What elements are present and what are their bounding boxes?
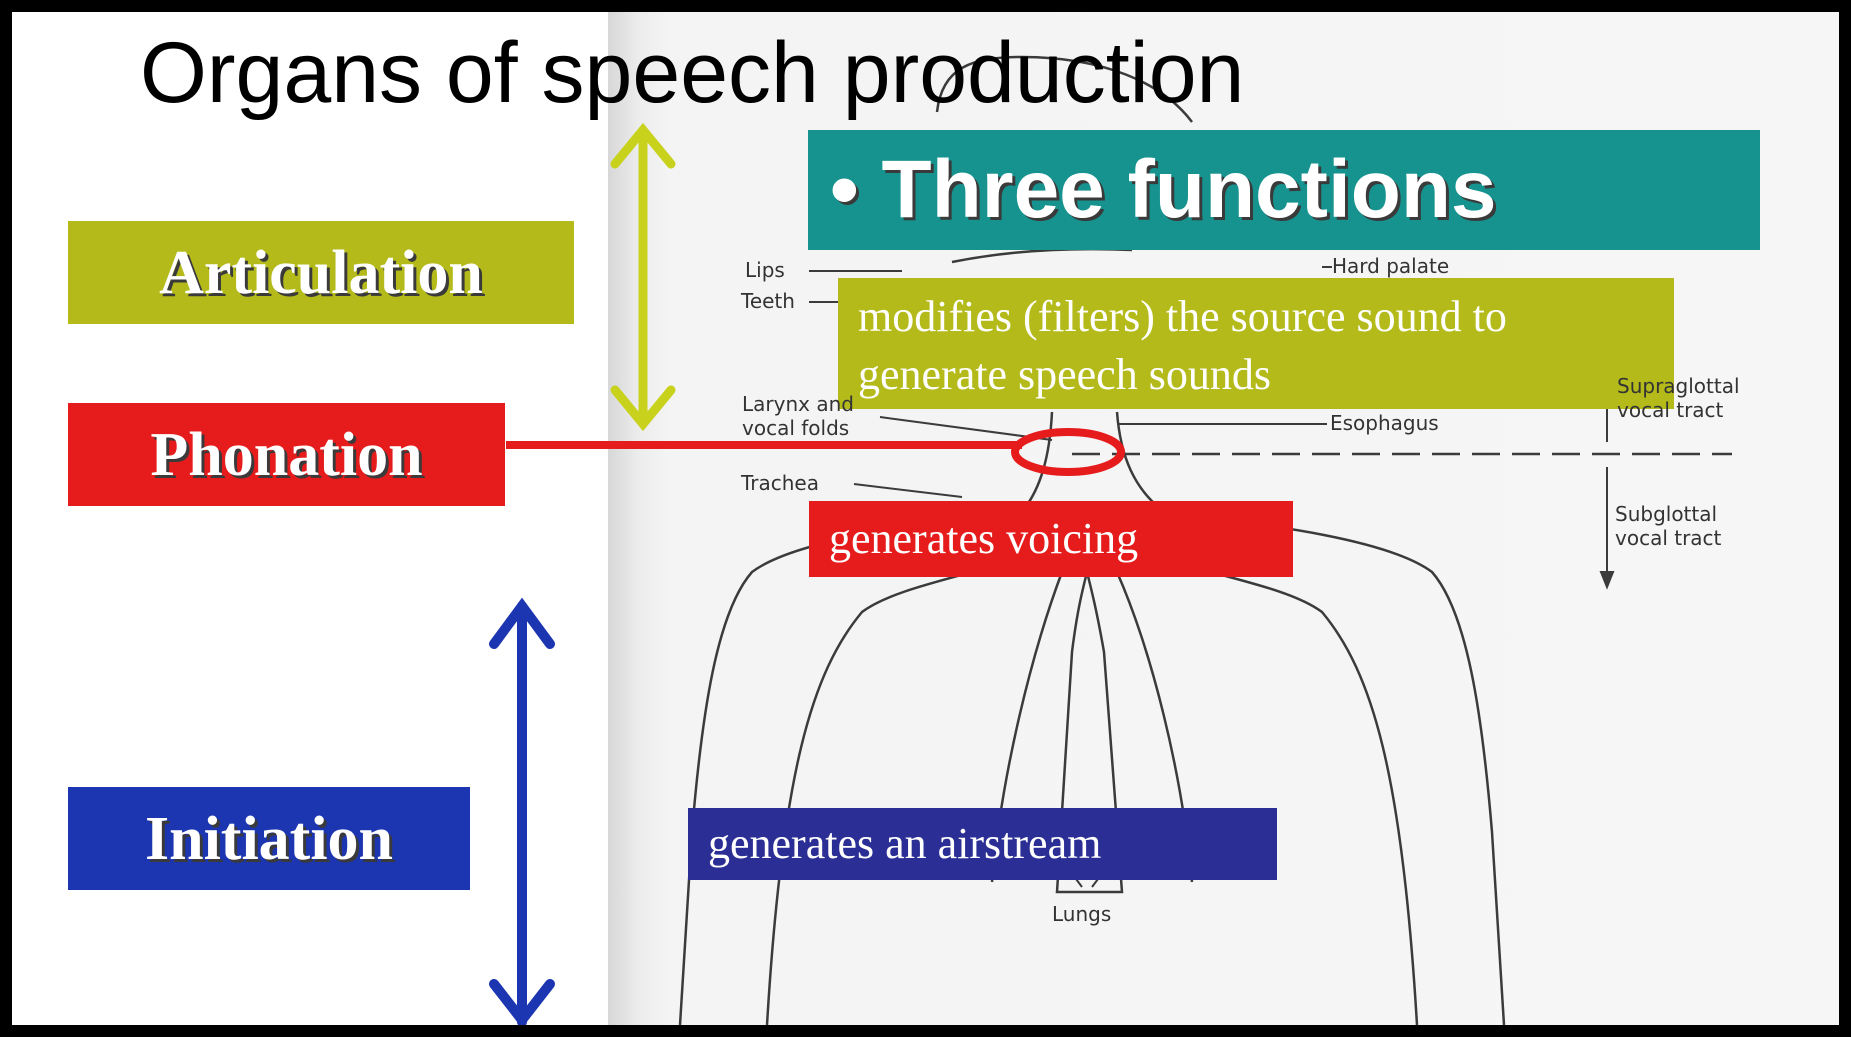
- slide-title: Organs of speech production: [140, 25, 1245, 121]
- label-supraglottal: Supraglottal vocal tract: [1617, 374, 1740, 422]
- initiation-label: Initiation: [68, 787, 470, 890]
- initiation-label-text: Initiation: [144, 804, 394, 873]
- articulation-label-text: Articulation: [159, 238, 483, 307]
- label-esophagus: Esophagus: [1330, 411, 1439, 435]
- label-subglottal: Subglottal vocal tract: [1615, 502, 1722, 550]
- phonation-label-text: Phonation: [150, 420, 423, 489]
- phonation-pointer: [506, 428, 1125, 476]
- label-lips: Lips: [745, 258, 785, 282]
- label-lungs: Lungs: [1052, 902, 1112, 926]
- label-larynx: Larynx and vocal folds: [742, 392, 854, 440]
- articulation-description: modifies (filters) the source sound to g…: [838, 278, 1674, 409]
- label-hard-palate: Hard palate: [1332, 254, 1450, 278]
- phonation-description-text: generates voicing: [829, 513, 1139, 563]
- articulation-description-text: modifies (filters) the source sound to g…: [858, 292, 1507, 400]
- heading-text: • Three functions: [830, 144, 1497, 235]
- label-teeth: Teeth: [741, 289, 795, 313]
- initiation-description-text: generates an airstream: [708, 818, 1102, 868]
- articulation-range-arrow: [610, 122, 676, 432]
- phonation-description: generates voicing: [809, 501, 1293, 577]
- initiation-description: generates an airstream: [688, 808, 1277, 880]
- slide: Organs of speech production • Three func…: [12, 12, 1839, 1025]
- heading-box: • Three functions: [808, 130, 1760, 250]
- label-trachea: Trachea: [741, 471, 819, 495]
- initiation-range-arrow: [489, 597, 555, 1025]
- articulation-label: Articulation: [68, 221, 574, 324]
- phonation-label: Phonation: [68, 403, 505, 506]
